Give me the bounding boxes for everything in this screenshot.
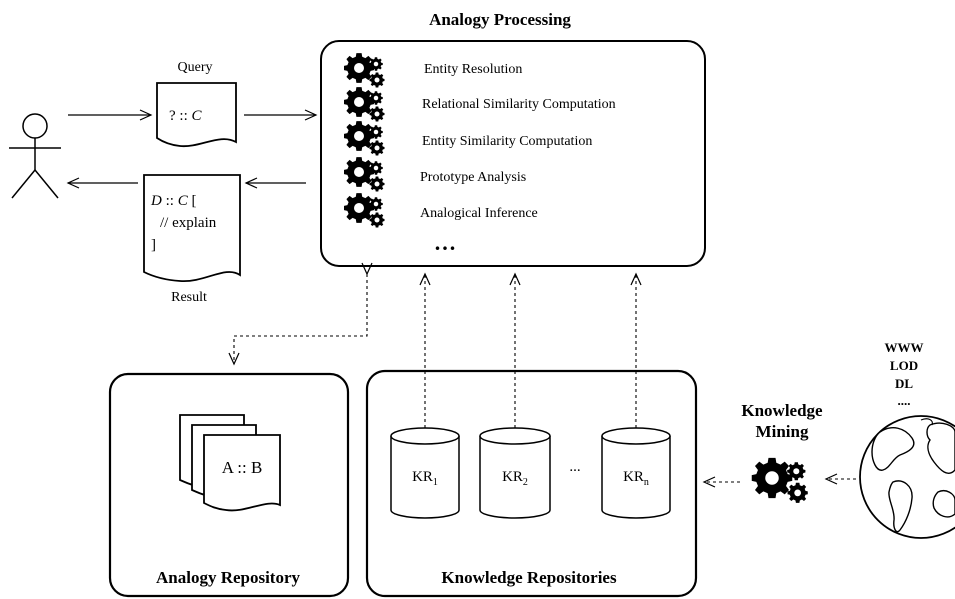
kr-1-cylinder-icon xyxy=(390,427,460,519)
kr-1-label: KR1 xyxy=(412,469,438,488)
user-stick-figure-icon xyxy=(9,113,61,199)
query-text: ? :: C xyxy=(169,108,203,124)
step-analogical-inference: Analogical Inference xyxy=(344,193,538,228)
dashed-connectors xyxy=(228,262,856,488)
analogy-processing-panel: Analogy Processing Entity Resolution Rel… xyxy=(320,10,706,267)
step-entity-similarity: Entity Similarity Computation xyxy=(344,121,592,156)
result-line2: // explain xyxy=(160,215,217,231)
knowledge-mining-line1: Knowledge xyxy=(741,401,823,420)
kr-2-cylinder-icon xyxy=(479,427,551,519)
source-more: .... xyxy=(898,393,911,408)
query-document: Query ? :: C xyxy=(156,60,237,147)
source-dl: DL xyxy=(895,376,913,391)
analogy-documents-icon xyxy=(179,414,281,512)
world-globe-icon xyxy=(859,415,955,539)
step-label: Entity Similarity Computation xyxy=(422,134,592,149)
step-label: Analogical Inference xyxy=(420,206,538,221)
kr-n-cylinder-icon xyxy=(601,427,671,519)
more-steps-ellipsis: ... xyxy=(435,230,458,255)
step-label: Prototype Analysis xyxy=(420,170,526,185)
query-document-icon xyxy=(156,82,237,147)
knowledge-repositories-title: Knowledge Repositories xyxy=(441,568,617,587)
query-label: Query xyxy=(178,60,213,75)
result-label: Result xyxy=(171,290,207,305)
source-lod: LOD xyxy=(890,358,918,373)
result-document: D :: C [ // explain ] Result xyxy=(143,174,241,305)
arrow-processing-analogy-repo xyxy=(228,262,373,366)
knowledge-mining: Knowledge Mining xyxy=(741,401,823,503)
source-www: WWW xyxy=(885,340,924,355)
analogy-repository-panel: A :: B Analogy Repository xyxy=(108,372,350,598)
step-relational-similarity: Relational Similarity Computation xyxy=(344,87,616,122)
knowledge-mining-line2: Mining xyxy=(756,422,809,441)
kr-2-label: KR2 xyxy=(502,469,528,488)
sources-list: WWW LOD DL .... xyxy=(885,340,924,408)
result-line1: D :: C [ xyxy=(150,193,196,209)
step-label: Relational Similarity Computation xyxy=(422,97,616,112)
step-entity-resolution: Entity Resolution xyxy=(344,53,522,88)
step-prototype-analysis: Prototype Analysis xyxy=(344,157,526,192)
analogy-processing-title: Analogy Processing xyxy=(429,10,571,29)
kr-n-label: KRn xyxy=(623,469,649,488)
mining-gears-icon xyxy=(751,457,808,503)
result-line3: ] xyxy=(151,237,156,253)
analogy-doc-text: A :: B xyxy=(222,458,263,477)
analogy-repository-title: Analogy Repository xyxy=(156,568,301,587)
kr-more-ellipsis: ... xyxy=(569,459,580,475)
analogy-processing-box xyxy=(320,40,706,267)
step-label: Entity Resolution xyxy=(424,62,522,77)
knowledge-repositories-panel: KR1 KR2 ... KRn Knowledge Repositories xyxy=(365,369,698,598)
